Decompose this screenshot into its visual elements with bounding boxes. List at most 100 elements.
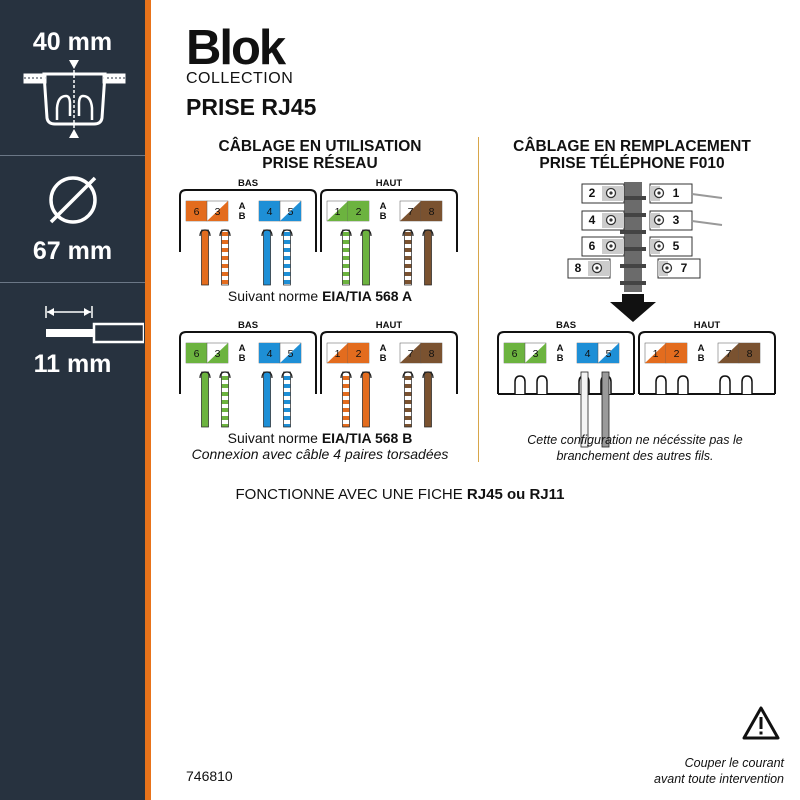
warning-line2: avant toute intervention xyxy=(654,772,784,786)
blk568a-bas-label: BAS xyxy=(238,178,258,189)
blk568b-pin-4-label: 4 xyxy=(267,348,273,360)
blkf010-pin-5-fill xyxy=(598,343,619,363)
caption-568a-prefix: Suivant norme xyxy=(227,288,323,304)
blk568a-pin-8: 8 xyxy=(420,200,443,222)
blk568b-wire-5 xyxy=(283,371,291,428)
blk568a-pin-7: 7 xyxy=(399,200,422,222)
blkf010-pin-8-label: 8 xyxy=(747,348,753,360)
blk568a-bas-ab-a: A xyxy=(239,201,246,212)
blk568b-wire-8-hook xyxy=(422,371,434,379)
blk568a-pin-6-fill xyxy=(186,201,207,221)
f010-wire-3 xyxy=(691,220,723,226)
blkf010-pin-1-fill xyxy=(645,343,666,363)
blk568b-pin-8: 8 xyxy=(420,342,443,364)
blk568b-pin-7-label: 7 xyxy=(408,348,414,360)
blk568b-pin-3-fill xyxy=(207,343,228,363)
blk568b-pin-5-fill xyxy=(280,343,301,363)
f010-note-line1: Cette configuration ne nécéssite pas le xyxy=(527,433,743,447)
blk568a-wire-4 xyxy=(263,229,271,286)
brand-collection: COLLECTION xyxy=(186,70,294,87)
blkf010-pin-4-fill xyxy=(577,343,598,363)
blk568a-wire-6 xyxy=(201,229,209,286)
blk568b-pin-8-fill xyxy=(421,343,442,363)
blk568b-pin-3-label: 3 xyxy=(215,348,221,360)
blk568a-wire-2 xyxy=(362,229,370,286)
blk568b-pin-2-label: 2 xyxy=(356,348,362,360)
blkf010-pin-3-fill xyxy=(525,343,546,363)
blk568b-wire-3-hook xyxy=(219,371,231,379)
blk568b-wire-1-hook xyxy=(340,371,352,379)
blk568b-wire-3 xyxy=(221,371,229,428)
f010-phone-wire-white xyxy=(580,371,589,448)
section-divider xyxy=(478,137,479,462)
blkf010-bas-ab-a: A xyxy=(557,343,564,354)
f010-note-line2: branchement des autres fils. xyxy=(556,449,714,463)
blk568a-wire-5-hook xyxy=(281,229,293,237)
f010-bas-slot xyxy=(514,375,526,394)
blkf010-pin-6: 6 xyxy=(503,342,526,364)
left-title-line2: PRISE RÉSEAU xyxy=(262,155,378,172)
f010-note: Cette configuration ne nécéssite pas le … xyxy=(490,432,780,464)
blk568b-wire-6-hook xyxy=(199,371,211,379)
blk568a-wire-7 xyxy=(404,229,412,286)
blk568a-pin-6: 6 xyxy=(185,200,208,222)
blk568b-pin-6-label: 6 xyxy=(194,348,200,360)
blkf010-pin-6-fill xyxy=(504,343,525,363)
blk568b-bas-ab-b: B xyxy=(239,353,246,364)
blkf010-pin-2-label: 2 xyxy=(674,348,680,360)
f010-screw-center xyxy=(609,244,613,248)
blk568b-pin-1-fill xyxy=(327,343,348,363)
blkf010-pin-5: 5 xyxy=(597,342,620,364)
blk568b-haut-label: HAUT xyxy=(376,320,403,331)
f010-phone-wire-grey xyxy=(601,371,610,448)
blkf010-pin-7: 7 xyxy=(717,342,740,364)
blkf010-bas-label: BAS xyxy=(556,320,576,331)
f010-screw-center xyxy=(665,266,669,270)
blk568b-wire-2 xyxy=(362,371,370,428)
blkf010-pin-6-label: 6 xyxy=(512,348,518,360)
f010-haut-slot xyxy=(741,375,753,394)
blkf010-pin-1: 1 xyxy=(644,342,667,364)
blkf010-haut-label: HAUT xyxy=(694,320,721,331)
right-section-title: CÂBLAGE EN REMPLACEMENT PRISE TÉLÉPHONE … xyxy=(492,138,772,172)
blkf010-bas-ab-b: B xyxy=(557,353,564,364)
blk568b-wire-5-hook xyxy=(281,371,293,379)
depth-value: 40 mm xyxy=(32,28,113,56)
caption-568b-line2: Connexion avec câble 4 paires torsadées xyxy=(191,446,449,462)
blk568b-pin-2: 2 xyxy=(347,342,370,364)
f010-spine-ridge xyxy=(620,230,646,234)
blk568b-wire-7 xyxy=(404,371,412,428)
f010-right-num-1: 1 xyxy=(673,186,680,200)
blk568a-pin-5: 5 xyxy=(279,200,302,222)
blk568b-wire-6 xyxy=(201,371,209,428)
blk568b-haut-ab-a: A xyxy=(380,343,387,354)
f010-spine-ridge xyxy=(620,196,646,200)
caption-568b-norm: EIA/TIA 568 B xyxy=(321,430,413,446)
blkf010-pin-7-fill xyxy=(718,343,739,363)
blk568a-wire-1-hook xyxy=(340,229,352,237)
blkf010-pin-8: 8 xyxy=(738,342,761,364)
f010-haut-slot xyxy=(655,375,667,394)
blk568b-wire-4 xyxy=(263,371,271,428)
warning-text: Couper le courant avant toute interventi… xyxy=(654,755,784,787)
blkf010-pin-4: 4 xyxy=(576,342,599,364)
caption-568a: Suivant norme EIA/TIA 568 A xyxy=(180,288,460,304)
blk568b-pin-4-fill xyxy=(259,343,280,363)
left-title-line1: CÂBLAGE EN UTILISATION xyxy=(218,138,422,155)
blk568b-wire-4-hook xyxy=(261,371,273,379)
blk568b-wire-8 xyxy=(424,371,432,428)
blk568a-pin-2: 2 xyxy=(347,200,370,222)
blk568a-pin-4: 4 xyxy=(258,200,281,222)
f010-screw-center xyxy=(609,191,613,195)
blkf010-pin-3: 3 xyxy=(524,342,547,364)
blkf010-haut-ab-a: A xyxy=(698,343,705,354)
blk568b-pin-2-fill xyxy=(348,343,369,363)
product-title: PRISE RJ45 xyxy=(186,94,317,120)
f010-left-num-8: 8 xyxy=(575,261,582,275)
f010-spine-ridge xyxy=(620,264,646,268)
blk568a-pin-3: 3 xyxy=(206,200,229,222)
blkf010-pin-1-label: 1 xyxy=(653,348,659,360)
strip-length-value: 11 mm xyxy=(33,350,112,378)
right-title-line2: PRISE TÉLÉPHONE F010 xyxy=(539,155,725,172)
